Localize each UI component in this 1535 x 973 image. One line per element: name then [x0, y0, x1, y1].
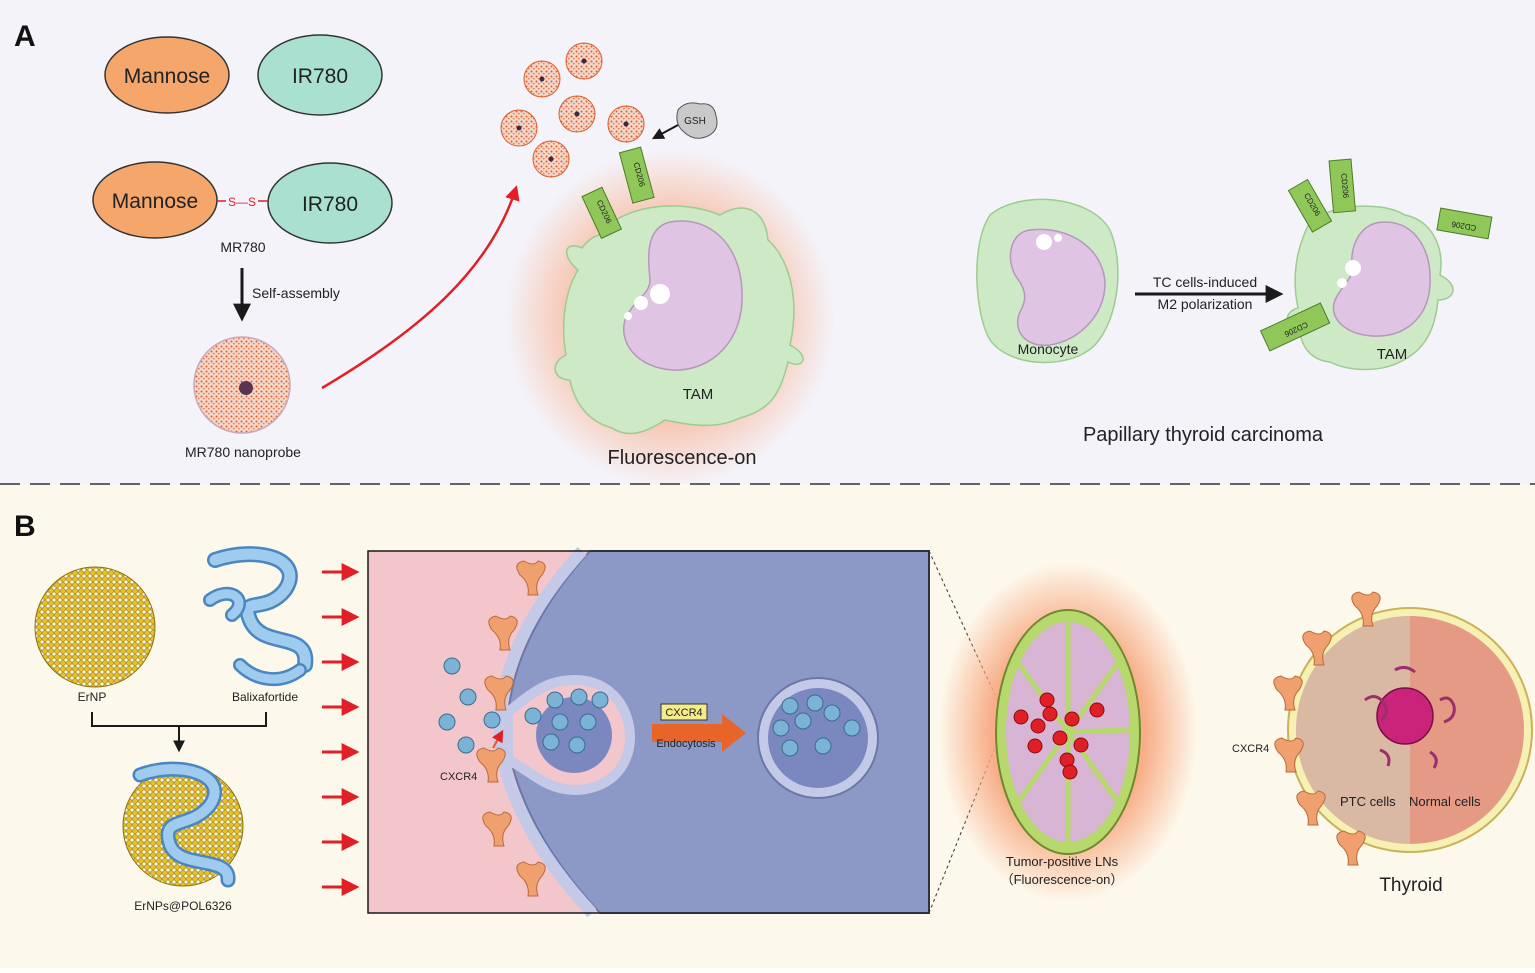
monocyte-nucleus: [1009, 228, 1106, 347]
tumor-cells-in-ln: [1013, 692, 1105, 780]
endocytosis-label: Endocytosis: [656, 738, 716, 750]
mr780-label: MR780: [220, 239, 265, 255]
nanoprobe-label: MR780 nanoprobe: [185, 444, 301, 460]
bound-nanoparticles: [438, 657, 609, 754]
cxcr4-receptors-thyroid: [1273, 591, 1381, 866]
normal-cells-label: Normal cells: [1409, 794, 1481, 809]
cxcr4-tag: [660, 703, 708, 721]
cxcr4-tag-label: CXCR4: [665, 707, 702, 719]
tumor-ln-label-2: （Fluorescence-on）: [1001, 872, 1124, 887]
tam-label-1: TAM: [683, 386, 714, 403]
ir780-label-1: IR780: [292, 65, 348, 88]
cxcr4-label-box: CXCR4: [440, 771, 477, 783]
cd206-receptor-6: CD206: [1259, 302, 1331, 352]
cxcr4-receptors-membrane: [476, 560, 546, 897]
fluorescence-on-label: Fluorescence-on: [608, 447, 757, 469]
panel-b-label: B: [14, 510, 36, 543]
tam-label-2: TAM: [1377, 346, 1408, 363]
cd206-receptor-1: CD206: [581, 186, 623, 240]
balixafortide-label: Balixafortide: [232, 690, 298, 704]
delivery-arrow: [321, 185, 520, 390]
tam-nucleus: [623, 220, 743, 371]
endocytosis-arrow: [652, 714, 746, 752]
monocyte-label: Monocyte: [1018, 341, 1079, 357]
ir780-ellipse-1: [257, 34, 383, 116]
ir780-ellipse-2: [267, 162, 393, 244]
ernp-particle: [34, 566, 156, 688]
disulfide-label: S—S: [228, 195, 256, 209]
mannose-label-2: Mannose: [112, 190, 198, 213]
self-assembly-label: Self-assembly: [252, 285, 340, 301]
cd206-receptor-2: CD206: [618, 146, 655, 204]
cd206-receptor-5: CD206: [1436, 207, 1493, 240]
svg-text:CD206: CD206: [1339, 173, 1350, 199]
cxcr4-label-thyroid: CXCR4: [1232, 743, 1269, 755]
svg-text:CD206: CD206: [1450, 219, 1477, 232]
thyroid-label: Thyroid: [1379, 875, 1442, 896]
ir780-label-2: IR780: [302, 193, 358, 216]
panel-a-label: A: [14, 20, 36, 53]
cd206-receptor-3: CD206: [1287, 178, 1333, 233]
endosome: [757, 677, 879, 799]
ptc-cells-half: [1296, 616, 1410, 844]
mannose-ellipse-1: [104, 36, 230, 114]
ernp-label: ErNP: [78, 690, 107, 704]
ptc-caption: Papillary thyroid carcinoma: [1083, 424, 1324, 446]
cd206-receptor-4: CD206: [1328, 158, 1357, 214]
mannose-label-1: Mannose: [124, 65, 210, 88]
polarization-label-1: TC cells-induced: [1153, 274, 1257, 290]
polarization-label-2: M2 polarization: [1158, 296, 1253, 312]
tumor-ln-label-1: Tumor-positive LNs: [1006, 854, 1119, 869]
thyroid-cell: [1287, 607, 1533, 853]
ptc-cells-label: PTC cells: [1340, 794, 1396, 809]
gsh-label: GSH: [684, 116, 706, 127]
incoming-arrows: [322, 563, 360, 896]
gsh-molecule: [676, 102, 718, 139]
mannose-ellipse-2: [92, 161, 218, 239]
balixafortide-peptide: [203, 546, 314, 687]
released-nanoparticles: [500, 42, 645, 178]
ernps-pol-label: ErNPs@POL6326: [134, 899, 232, 913]
gsh-arrow: [651, 124, 679, 140]
normal-cells-half: [1410, 616, 1524, 844]
